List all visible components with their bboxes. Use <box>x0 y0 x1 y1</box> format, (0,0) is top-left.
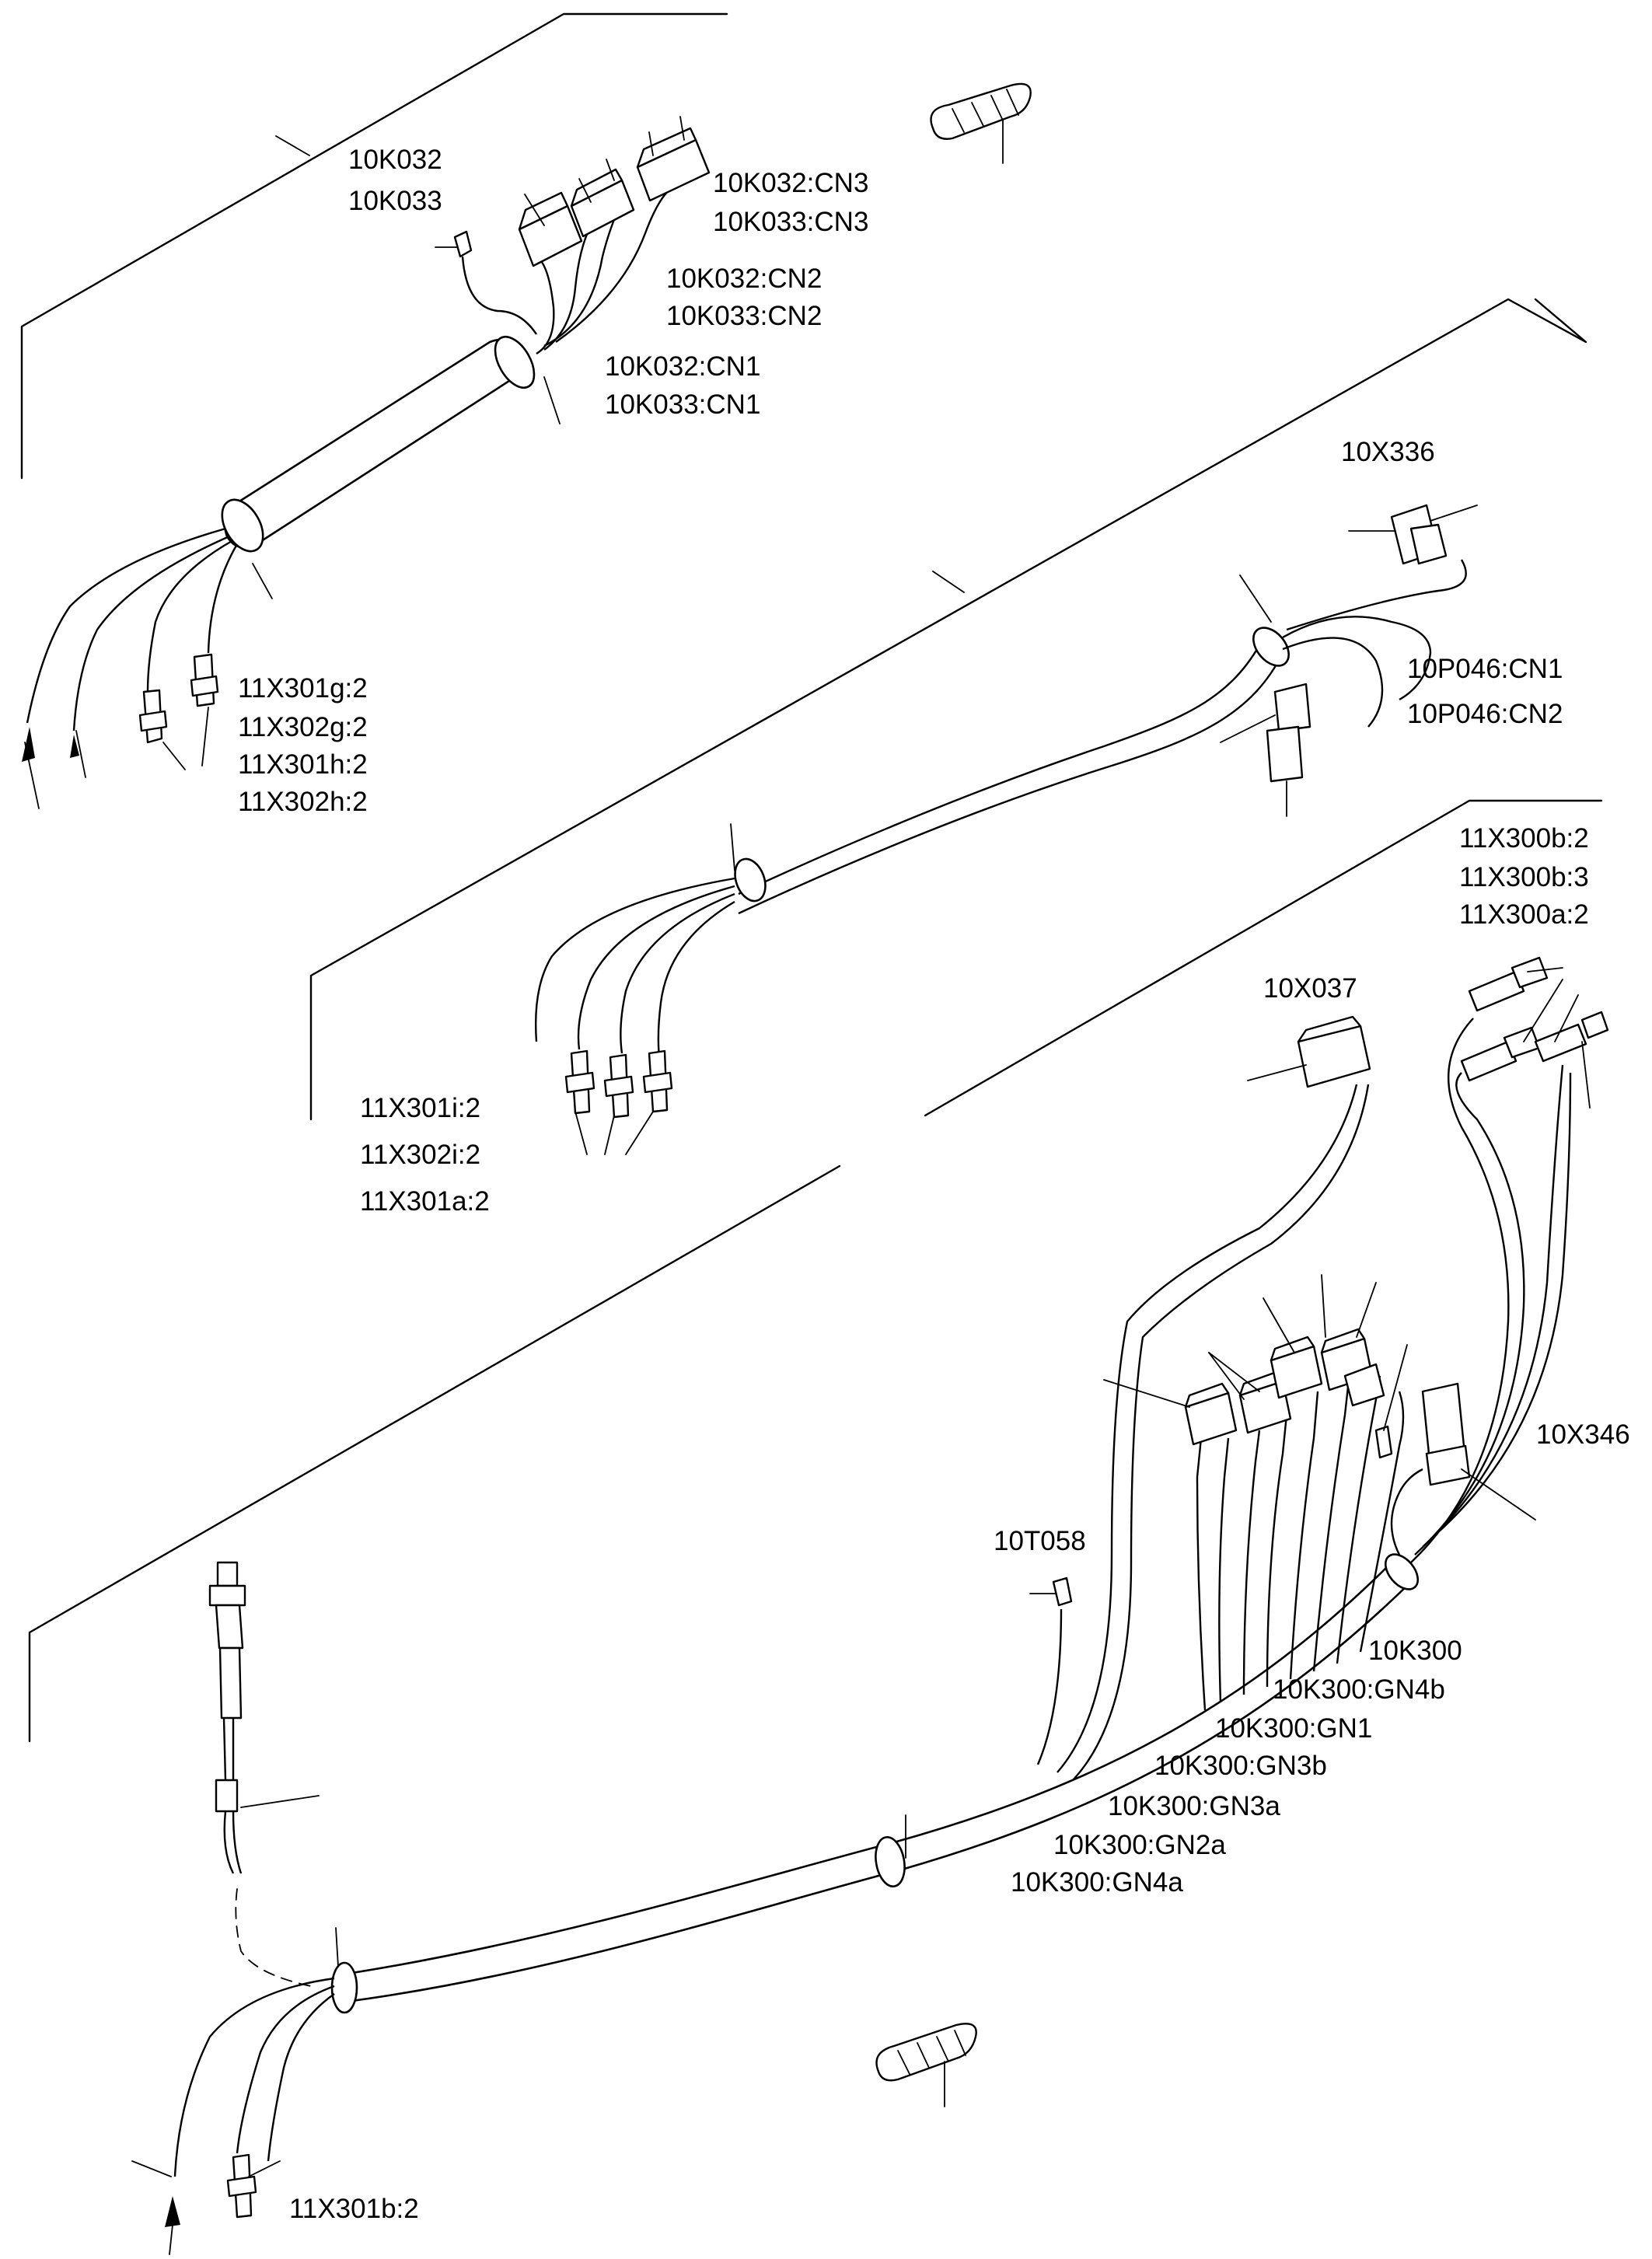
label-10x346: 10X346 <box>1536 1419 1630 1450</box>
label-11x301b-2: 11X301b:2 <box>289 2194 419 2224</box>
terminal-11x302i <box>603 1053 634 1119</box>
label-11x300b-3: 11X300b:3 <box>1459 862 1589 892</box>
label-11x302g-2: 11X302g:2 <box>238 712 368 742</box>
terminal-11x301b <box>226 2153 257 2219</box>
connector-11x300b-2 <box>1468 956 1549 1012</box>
label-11x302h-2: 11X302h:2 <box>238 787 368 817</box>
label-10k033-cn2: 10K033:CN2 <box>666 301 822 331</box>
label-11x301h-2: 11X301h:2 <box>238 749 368 780</box>
connector-10k032-cn1 <box>518 191 583 267</box>
probe-sensor <box>208 1561 246 1813</box>
label-10k300-gn3b: 10K300:GN3b <box>1154 1751 1327 1781</box>
label-10x336: 10X336 <box>1341 437 1435 467</box>
group-frame-lines <box>20 12 1603 1743</box>
connector-10k300-gn4a <box>1184 1382 1238 1446</box>
connector-10k300-gn3a <box>1270 1335 1323 1399</box>
sensor-10t058 <box>1052 1576 1073 1607</box>
label-10k033-cn3: 10K033:CN3 <box>713 207 868 237</box>
connector-10k032-cn3 <box>636 127 711 202</box>
connector-10x037 <box>1297 1015 1371 1088</box>
terminal-11x301i <box>564 1049 595 1115</box>
label-10k300-gn4b: 10K300:GN4b <box>1273 1674 1445 1705</box>
label-11x302i-2: 11X302i:2 <box>360 1140 480 1170</box>
label-10k300-gn1: 10K300:GN1 <box>1215 1713 1372 1744</box>
connector-10k300-gn1 <box>1343 1363 1385 1407</box>
connector-10x336 <box>1390 504 1448 565</box>
label-10t058: 10T058 <box>994 1526 1086 1556</box>
label-10k300-gn4a: 10K300:GN4a <box>1011 1867 1183 1898</box>
label-10p046-cn2: 10P046:CN2 <box>1407 699 1563 729</box>
connector-10x346 <box>1421 1382 1471 1486</box>
terminal-11x302g <box>190 653 219 707</box>
label-10k032-cn2: 10K032:CN2 <box>666 264 822 294</box>
terminal-11x301a <box>642 1049 673 1113</box>
connector-11x300a-2 <box>1534 1011 1609 1063</box>
terminal-11x301g <box>138 689 168 744</box>
connector-10p046-cn2 <box>1266 725 1304 783</box>
label-10k300: 10K300 <box>1368 1636 1462 1666</box>
label-11x301i-2: 11X301i:2 <box>360 1093 480 1123</box>
label-10k300-gn2a: 10K300:GN2a <box>1053 1830 1226 1860</box>
connector-10k032-cn2 <box>570 168 635 238</box>
labels: 10K032 10K033 10K032:CN3 10K033:CN3 10K0… <box>238 145 1630 2224</box>
label-11x300a-2: 11X300a:2 <box>1459 899 1589 930</box>
label-11x301a-2: 11X301a:2 <box>360 1186 490 1217</box>
label-11x301g-2: 11X301g:2 <box>238 673 368 704</box>
label-10k033-cn1: 10K033:CN1 <box>605 389 760 420</box>
coil-spring-bottom <box>875 2023 977 2107</box>
label-10p046-cn1: 10P046:CN1 <box>1407 654 1563 684</box>
label-10x037: 10X037 <box>1263 973 1357 1004</box>
harness-top <box>22 116 711 809</box>
connector-10p046-cn1 <box>1273 683 1311 732</box>
coil-spring-top <box>930 82 1032 164</box>
label-11x300b-2: 11X300b:2 <box>1459 823 1589 854</box>
label-10k032: 10K032 <box>348 145 442 175</box>
label-10k300-gn3a: 10K300:GN3a <box>1108 1791 1280 1821</box>
label-10k032-cn1: 10K032:CN1 <box>605 351 760 382</box>
harness-bottom <box>131 956 1609 2255</box>
harness-middle <box>534 504 1478 1155</box>
label-10k033: 10K033 <box>348 186 442 216</box>
label-10k032-cn3: 10K032:CN3 <box>713 168 868 198</box>
